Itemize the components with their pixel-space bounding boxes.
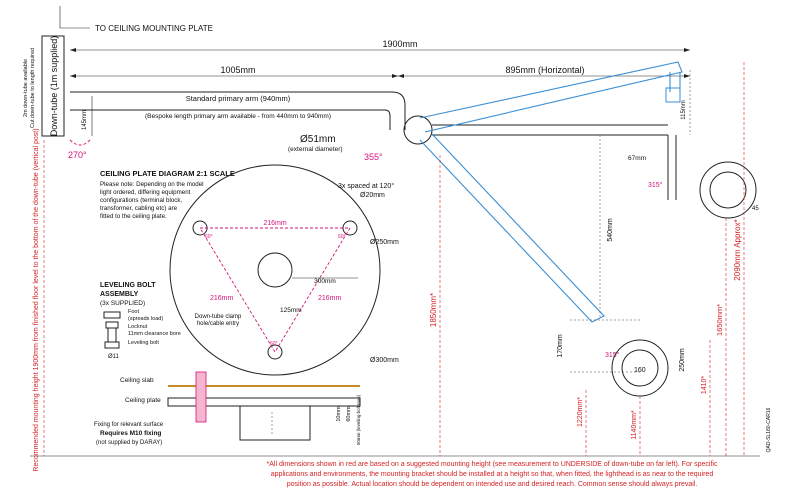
dim-250: 250mm (679, 348, 686, 372)
foot-1: Foot (128, 309, 139, 315)
red-1850: 1850mm* (429, 293, 438, 327)
bolt-locknut (105, 321, 119, 329)
angle-right: 60° (338, 234, 346, 240)
downtube-note-2: Cut down-tube to length required (30, 48, 36, 128)
m216-right: 216mm (318, 295, 342, 302)
svg-text:(not supplied by DARAY): (not supplied by DARAY) (96, 440, 162, 446)
dim-125: 125mm (280, 307, 302, 314)
plate-note: Please note: Depending on the model ligh… (100, 181, 204, 220)
dim-895: 895mm (Horizontal) (505, 65, 584, 75)
dim-115: 115mm (681, 100, 687, 120)
fixing-bolt (195, 371, 207, 423)
dim-540: 540mm (607, 218, 614, 242)
bespoke-label: (Bespoke length primary arm available - … (145, 113, 331, 120)
leveling-label: Leveling bolt (128, 340, 159, 346)
downtube-tube (41, 35, 65, 137)
dim-45: 45 (752, 206, 759, 212)
red-1650: 1650mm* (715, 304, 724, 336)
rotation-315a: 315° (648, 181, 663, 189)
m216-top: 216mm (263, 220, 287, 227)
red-1410: 1410* (701, 376, 708, 395)
light-head-outer (699, 161, 757, 219)
svg-text:light ordered, differing equip: light ordered, differing equipment (100, 189, 191, 196)
dim-160: 160 (634, 367, 646, 374)
svg-text:fitted to the ceiling plate.: fitted to the ceiling plate. (100, 213, 167, 220)
raised-arm (419, 61, 683, 133)
rotation-315b: 315° (605, 351, 620, 359)
angle-left: 60° (205, 234, 213, 240)
vertical-note: Recommended mounting height 1900mm from … (33, 128, 40, 471)
plate-label: Ceiling plate (125, 397, 161, 404)
foot-2: (spreads load) (128, 316, 163, 322)
d250-label: Ø250mm (370, 239, 399, 246)
to-ceiling-label: TO CEILING MOUNTING PLATE (95, 24, 213, 33)
plate-center-hole (257, 252, 293, 288)
drawing-code: QAD-SL180-CAR16 (766, 407, 772, 452)
dim-170: 170mm (557, 334, 564, 358)
d10: 10mm (336, 406, 342, 422)
dim-1900: 1900mm (382, 39, 417, 49)
d300-label: Ø300mm (370, 357, 399, 364)
clamp-2: hole/cable entry (197, 321, 239, 327)
clamp-block (239, 405, 311, 441)
rotation-270-arc (69, 139, 91, 146)
diameter-label: Ø51mm (300, 134, 336, 145)
rotation-355: 355° (364, 152, 383, 162)
d20-label: Ø20mm (360, 192, 385, 199)
locknut-label: Locknut (128, 324, 148, 330)
rotation-270: 270° (68, 150, 87, 160)
primary-arm-top (70, 91, 406, 130)
clearance-label: 11mm clearance bore (128, 331, 181, 337)
plate-outer-circle (169, 164, 381, 376)
dim-300: 300mm (314, 278, 336, 285)
d60: 60mm (346, 406, 352, 422)
bolt-title: LEVELING BOLT ASSEMBLY (3x SUPPLIED) (100, 282, 156, 307)
svg-text:Please note: Depending on the: Please note: Depending on the model (100, 181, 204, 188)
d11-label: Ø11 (108, 354, 120, 360)
primary-arm-bottom (70, 109, 391, 130)
holes-label: 3x spaced at 120° (338, 182, 394, 190)
downtube-label: Down-tube (1m supplied) (49, 36, 59, 137)
clamp-1: Down-tube clamp (195, 314, 242, 320)
primary-arm-label: Standard primary arm (940mm) (186, 94, 291, 103)
downtube-note-1: 2m down-tube available (23, 59, 29, 117)
fixing-note: Fixing for relevant surface Requires M10… (94, 422, 164, 446)
bolt-shaft (107, 327, 117, 343)
d50: 50mm (leveling bolt max) (356, 394, 361, 445)
plate-hole-bottom (267, 344, 283, 360)
red-2090: 2090mm Approx* (733, 219, 742, 280)
svg-text:ASSEMBLY: ASSEMBLY (100, 291, 139, 298)
svg-text:Requires M10 fixing: Requires M10 fixing (100, 430, 161, 437)
dim-67: 67mm (628, 155, 646, 162)
slab-label: Ceiling slab (120, 377, 154, 384)
dim-1005: 1005mm (220, 65, 255, 75)
angle-bottom: 60° (270, 341, 278, 347)
lowered-arm (419, 133, 605, 323)
plate-title: CEILING PLATE DIAGRAM 2:1 SCALE (100, 169, 235, 178)
svg-text:configurations (terminal block: configurations (terminal block, (100, 197, 182, 204)
red-1220: 1220mm* (577, 397, 584, 427)
bolt-foot (103, 311, 121, 319)
svg-text:transformer, cabling etc) are: transformer, cabling etc) are (100, 205, 178, 212)
svg-text:Fixing for relevant surface: Fixing for relevant surface (94, 422, 164, 428)
svg-text:LEVELING BOLT: LEVELING BOLT (100, 282, 156, 289)
footer-3: position as possible. Actual location sh… (287, 481, 698, 488)
diameter-note: (external diameter) (288, 146, 343, 153)
dim-145: 145mm (82, 110, 88, 130)
svg-text:(3x SUPPLIED): (3x SUPPLIED) (100, 300, 145, 307)
arm-joint (403, 115, 433, 145)
m216-left: 216mm (210, 295, 234, 302)
ceiling-pointer-line (59, 6, 90, 29)
footer-2: applications and environments, the mount… (271, 471, 714, 478)
plate-triangle (199, 227, 351, 353)
red-1140: 1140mm* (631, 410, 638, 440)
raised-joint (665, 87, 681, 103)
bolt-head (104, 341, 120, 349)
light-head-inner (709, 171, 747, 209)
lower-head-inner (621, 349, 659, 387)
footer-1: *All dimensions shown in red are based o… (267, 461, 718, 468)
